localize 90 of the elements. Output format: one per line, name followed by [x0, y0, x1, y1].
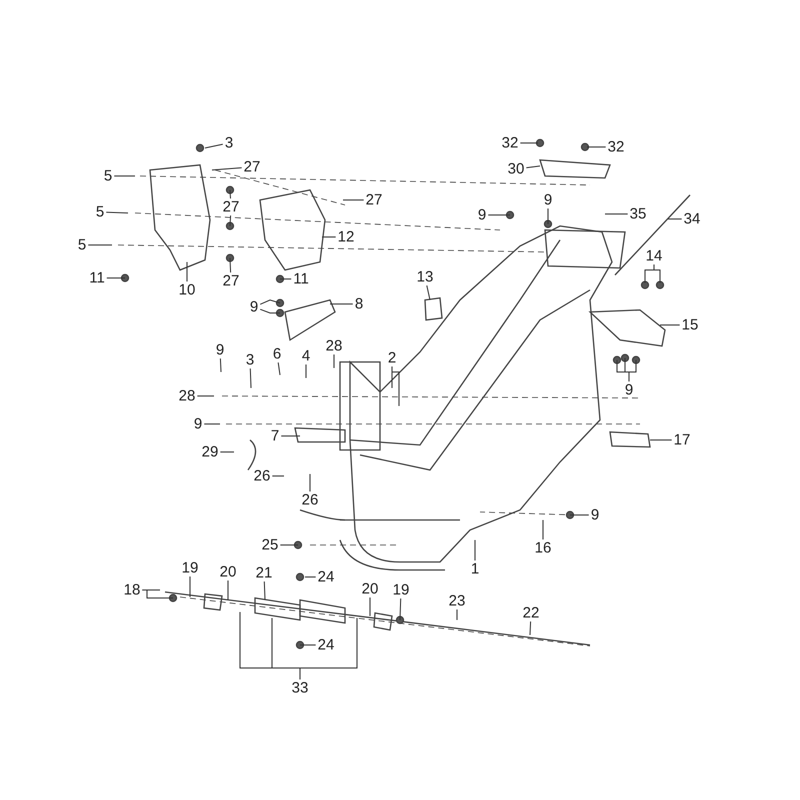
callout-number: 21: [254, 566, 274, 580]
callout-number: 30: [506, 162, 526, 176]
callout-number: 17: [672, 432, 692, 448]
callout-number: 24: [316, 638, 336, 652]
callout-number: 1: [470, 562, 480, 576]
leader-line: [586, 146, 606, 148]
callout-number: 27: [364, 192, 384, 208]
callout-number: 9: [192, 416, 204, 432]
callout-number: 13: [416, 270, 434, 284]
callout-number: 18: [122, 582, 142, 598]
leader-line: [400, 598, 402, 620]
leader-line: [230, 258, 232, 273]
callout-number: 9: [248, 300, 260, 314]
leader-line: [260, 299, 280, 305]
leader-line: [278, 362, 280, 376]
callout-number: 26: [300, 492, 320, 508]
leader-line: [520, 142, 538, 144]
callout-number: 27: [242, 160, 262, 174]
leader-line: [220, 358, 222, 372]
callout-number: 20: [218, 564, 238, 580]
callout-number: 28: [324, 338, 344, 354]
callout-number: 5: [102, 168, 114, 184]
callout-number: 10: [178, 282, 196, 298]
callout-number: 28: [178, 388, 196, 404]
leader-line: [304, 576, 316, 578]
callout-number: 5: [76, 238, 88, 252]
leader-line: [186, 262, 188, 282]
leader-line: [628, 360, 636, 382]
leader-line: [570, 514, 590, 516]
callout-number: 26: [252, 468, 272, 484]
leader-line: [530, 621, 532, 636]
callout-number: 9: [542, 192, 554, 208]
leader-line: [456, 609, 458, 620]
callout-number: 23: [448, 594, 466, 608]
callout-number: 32: [500, 136, 520, 150]
leader-line: [300, 644, 316, 646]
callout-number: 14: [644, 248, 664, 264]
callout-number: 27: [222, 200, 240, 214]
leader-line: [280, 278, 292, 280]
callout-number: 11: [292, 272, 310, 286]
leader-line: [230, 190, 231, 199]
leader-line: [542, 520, 544, 540]
callout-number: 35: [628, 206, 648, 222]
leader-line: [88, 244, 112, 246]
leader-line: [280, 544, 298, 546]
callout-number: 9: [624, 382, 634, 398]
leader-line: [264, 581, 266, 600]
leader-line: [322, 236, 336, 238]
leader-line: [474, 540, 476, 561]
leader-line: [106, 212, 128, 214]
callout-number: 15: [680, 318, 700, 332]
leader-line: [654, 264, 660, 284]
leader-line: [488, 214, 510, 216]
callout-number: 3: [244, 352, 256, 368]
callout-number: 8: [354, 296, 364, 312]
callout-number: 22: [522, 606, 540, 620]
callout-number: 20: [360, 582, 380, 596]
leader-line: [668, 218, 682, 220]
callout-number: 3: [224, 136, 234, 150]
callout-number: 2: [386, 350, 398, 366]
leader-line: [526, 166, 540, 168]
callout-number: 29: [200, 444, 220, 460]
leader-line: [142, 590, 174, 598]
callout-number: 19: [392, 582, 410, 598]
callout-number: 11: [88, 270, 106, 286]
leader-line: [300, 618, 358, 680]
callout-number: 32: [606, 140, 626, 154]
callout-number: 5: [94, 204, 106, 220]
callout-number: 19: [180, 560, 200, 576]
callout-number: 25: [260, 538, 280, 552]
leader-line: [426, 285, 430, 300]
callout-number: 34: [682, 212, 702, 226]
leader-line: [392, 366, 400, 406]
callout-number: 7: [270, 428, 280, 444]
callout-number: 12: [336, 230, 356, 244]
leader-line: [212, 167, 242, 170]
callout-number: 33: [290, 680, 310, 696]
callout-number: 6: [272, 346, 282, 362]
leader-line: [230, 215, 232, 226]
callout-number: 9: [476, 208, 488, 222]
callout-number: 9: [214, 342, 226, 358]
callout-number: 24: [316, 570, 336, 584]
leader-line: [204, 144, 224, 148]
callout-number: 27: [222, 274, 240, 288]
leader-line: [260, 308, 280, 314]
callout-number: 4: [300, 348, 312, 364]
leader-line: [660, 324, 680, 326]
callout-number: 9: [590, 508, 600, 522]
leader-line: [250, 368, 252, 388]
callout-number: 16: [534, 540, 552, 556]
